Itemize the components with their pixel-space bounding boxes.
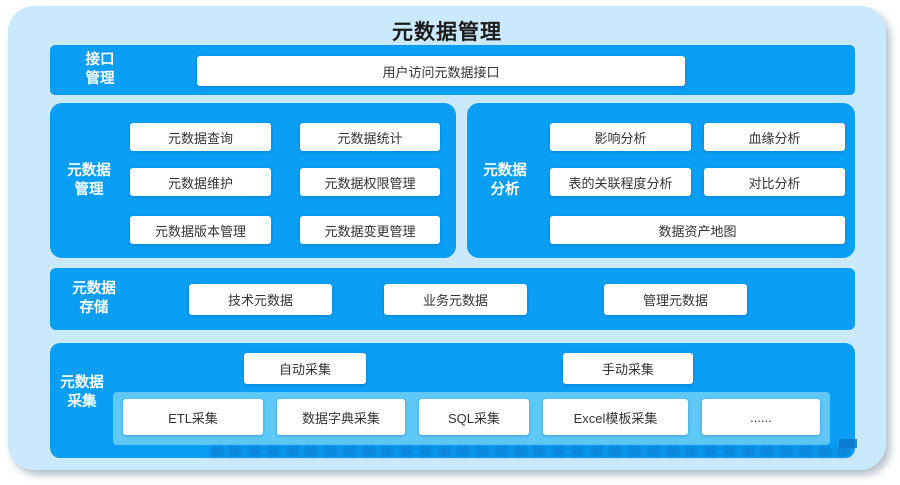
label-line-1: 元数据 — [60, 374, 104, 391]
section-metadata-collection: 元数据 采集 自动采集 手动采集 ETL采集 数据字典采集 SQL采集 Exce… — [50, 343, 857, 458]
label-line-2: 分析 — [490, 181, 520, 198]
box-excel-template-collection: Excel模板采集 — [543, 399, 688, 435]
box-data-asset-map: 数据资产地图 — [550, 216, 845, 244]
section-collection-label: 元数据 采集 — [50, 343, 114, 442]
label-line-2: 管理 — [74, 181, 104, 198]
box-table-relation-analysis: 表的关联程度分析 — [550, 168, 691, 196]
box-metadata-query: 元数据查询 — [130, 123, 271, 151]
watermark-smudge — [210, 446, 855, 457]
section-interface-management: 接口 管理 用户访问元数据接口 — [50, 45, 855, 95]
box-impact-analysis: 影响分析 — [550, 123, 691, 151]
label-line-2: 采集 — [67, 393, 97, 410]
box-other-collection: ...... — [702, 399, 820, 435]
label-line-1: 元数据 — [483, 162, 527, 179]
box-technical-metadata: 技术元数据 — [189, 284, 332, 315]
box-business-metadata: 业务元数据 — [384, 284, 527, 315]
section-metadata-analysis: 元数据 分析 影响分析 血缘分析 表的关联程度分析 对比分析 数据资产地图 — [467, 103, 855, 258]
section-metadata-management: 元数据 管理 元数据查询 元数据统计 元数据维护 元数据权限管理 元数据版本管理… — [50, 103, 456, 258]
box-etl-collection: ETL采集 — [123, 399, 263, 435]
box-metadata-statistics: 元数据统计 — [300, 123, 440, 151]
section-analysis-label: 元数据 分析 — [467, 103, 543, 258]
section-storage-label: 元数据 存储 — [58, 268, 130, 330]
box-management-metadata: 管理元数据 — [604, 284, 747, 315]
box-metadata-change-mgmt: 元数据变更管理 — [300, 216, 440, 244]
box-automatic-collection: 自动采集 — [244, 353, 366, 384]
section-interface-label: 接口 管理 — [64, 45, 136, 95]
box-manual-collection: 手动采集 — [563, 353, 693, 384]
label-line-1: 元数据 — [72, 281, 116, 297]
box-user-access-metadata-interface: 用户访问元数据接口 — [197, 56, 685, 86]
box-metadata-maintenance: 元数据维护 — [130, 168, 271, 196]
box-metadata-permission-mgmt: 元数据权限管理 — [300, 168, 440, 196]
label-line-1: 元数据 — [67, 162, 111, 179]
metadata-diagram-panel: 元数据管理 接口 管理 用户访问元数据接口 元数据 管理 元数据查询 元数据统计… — [8, 6, 886, 470]
label-line-2: 存储 — [79, 300, 109, 316]
label-line-2: 管理 — [85, 71, 115, 87]
diagram-title: 元数据管理 — [392, 21, 502, 44]
box-sql-collection: SQL采集 — [419, 399, 529, 435]
section-metadata-storage: 元数据 存储 技术元数据 业务元数据 管理元数据 — [50, 268, 855, 330]
collection-methods-tray: ETL采集 数据字典采集 SQL采集 Excel模板采集 ...... — [113, 392, 830, 445]
box-data-dictionary-collection: 数据字典采集 — [277, 399, 405, 435]
watermark-notch — [839, 439, 857, 448]
box-lineage-analysis: 血缘分析 — [704, 123, 845, 151]
label-line-1: 接口 — [85, 52, 115, 68]
section-management-label: 元数据 管理 — [50, 103, 128, 258]
box-metadata-version-mgmt: 元数据版本管理 — [130, 216, 271, 244]
box-comparison-analysis: 对比分析 — [704, 168, 845, 196]
